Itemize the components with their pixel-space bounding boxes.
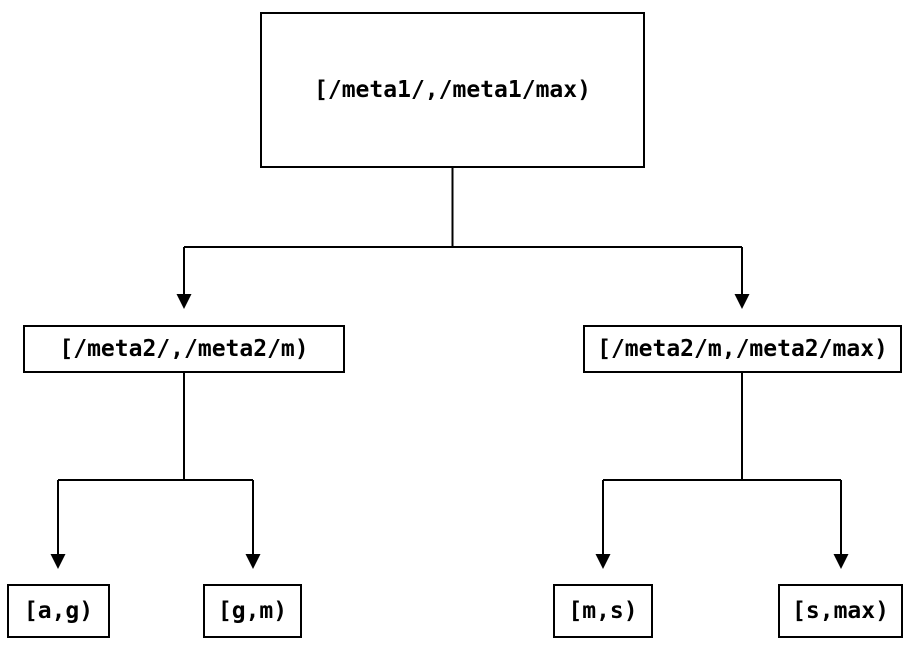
node-meta2-right-range: [/meta2/m,/meta2/max) [583,325,902,373]
arrowhead-icon [176,294,192,309]
node-root-range: [/meta1/,/meta1/max) [260,12,645,168]
node-leaf-ms: [m,s) [553,584,653,638]
arrowhead-icon [50,554,66,569]
arrowhead-icon [245,554,261,569]
node-meta2-left-range: [/meta2/,/meta2/m) [23,325,345,373]
node-leaf-smax: [s,max) [778,584,903,638]
arrowhead-icon [833,554,849,569]
arrowhead-icon [595,554,611,569]
node-leaf-gm: [g,m) [203,584,302,638]
node-leaf-ag: [a,g) [7,584,110,638]
arrowhead-icon [734,294,750,309]
